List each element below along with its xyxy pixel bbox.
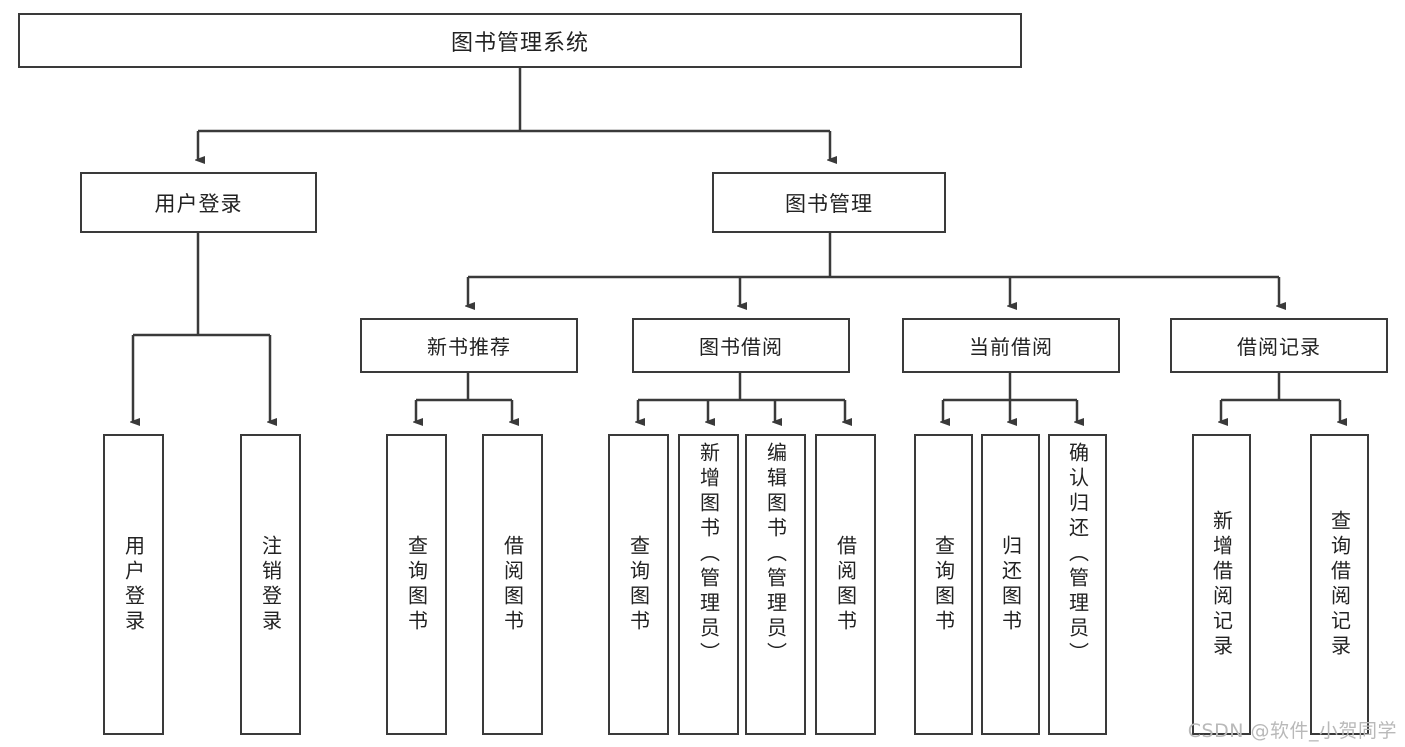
node-label: 归还图书	[998, 534, 1023, 635]
leaf-borrow-book-recommend[interactable]: 借阅图书	[482, 434, 543, 735]
node-label: 图书管理	[785, 191, 873, 216]
leaf-add-book-admin[interactable]: 新增图书（管理员）	[678, 434, 739, 735]
leaf-confirm-return-admin[interactable]: 确认归还（管理员）	[1048, 434, 1107, 735]
node-user-login[interactable]: 用户登录	[80, 172, 317, 233]
node-label: 查询图书	[626, 534, 651, 635]
leaf-borrow-book[interactable]: 借阅图书	[815, 434, 876, 735]
node-label: 用户登录	[154, 191, 243, 216]
node-label: 新增图书（管理员）	[696, 442, 721, 667]
node-label: 注销登录	[258, 534, 283, 635]
leaf-logout[interactable]: 注销登录	[240, 434, 301, 735]
node-book-borrow[interactable]: 图书借阅	[632, 318, 850, 373]
node-label: 查询借阅记录	[1327, 509, 1352, 660]
node-label: 用户登录	[121, 534, 146, 635]
node-label: 确认归还（管理员）	[1065, 442, 1090, 667]
node-label: 新书推荐	[427, 335, 511, 359]
leaf-return-book[interactable]: 归还图书	[981, 434, 1040, 735]
node-borrow-records[interactable]: 借阅记录	[1170, 318, 1388, 373]
node-label: 借阅图书	[500, 534, 525, 635]
node-label: 借阅图书	[833, 534, 858, 635]
leaf-query-borrow-record[interactable]: 查询借阅记录	[1310, 434, 1369, 735]
leaf-query-book-current[interactable]: 查询图书	[914, 434, 973, 735]
node-label: 当前借阅	[969, 335, 1053, 359]
node-label: 图书管理系统	[450, 30, 589, 56]
leaf-user-login[interactable]: 用户登录	[103, 434, 164, 735]
leaf-query-book[interactable]: 查询图书	[608, 434, 669, 735]
node-label: 图书借阅	[699, 335, 783, 359]
leaf-add-borrow-record[interactable]: 新增借阅记录	[1192, 434, 1251, 735]
node-book-management[interactable]: 图书管理	[712, 172, 946, 233]
node-label: 查询图书	[931, 534, 956, 635]
watermark: CSDN @软件_小贺同学	[1187, 720, 1397, 742]
node-label: 新增借阅记录	[1209, 509, 1234, 660]
leaf-query-book-recommend[interactable]: 查询图书	[386, 434, 447, 735]
node-label: 查询图书	[404, 534, 429, 635]
node-new-book-recommend[interactable]: 新书推荐	[360, 318, 578, 373]
node-label: 编辑图书（管理员）	[763, 442, 788, 667]
node-current-borrow[interactable]: 当前借阅	[902, 318, 1120, 373]
leaf-edit-book-admin[interactable]: 编辑图书（管理员）	[745, 434, 806, 735]
node-label: 借阅记录	[1237, 335, 1321, 359]
node-root-system[interactable]: 图书管理系统	[18, 13, 1022, 68]
